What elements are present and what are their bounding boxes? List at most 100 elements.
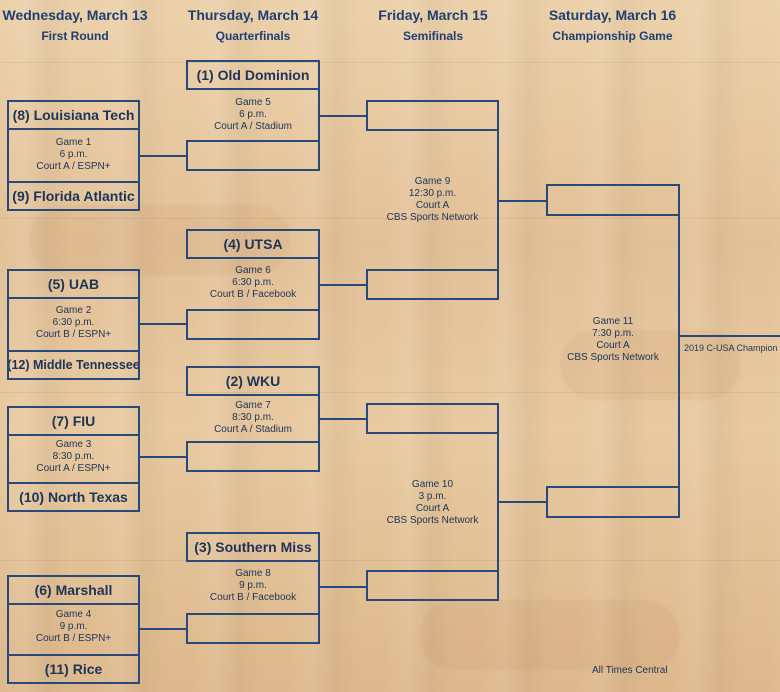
game-11-info: Game 11 7:30 p.m. Court A CBS Sports Net… bbox=[546, 316, 680, 364]
winner-slot bbox=[186, 441, 320, 472]
bracket-line bbox=[138, 100, 140, 211]
team-marshall: (6) Marshall bbox=[7, 575, 140, 605]
team-utsa: (4) UTSA bbox=[186, 229, 320, 259]
game-number: Game 5 bbox=[235, 97, 271, 108]
game-time: 12:30 p.m. bbox=[408, 188, 457, 199]
game-venue: Court B / ESPN+ bbox=[35, 329, 112, 340]
bracket-line bbox=[7, 575, 9, 684]
game-time: 3 p.m. bbox=[418, 491, 447, 502]
bracket-line bbox=[138, 269, 140, 380]
bracket-line bbox=[497, 403, 499, 601]
game-number: Game 6 bbox=[235, 265, 271, 276]
header-semifinals: Friday, March 15 Semifinals bbox=[358, 6, 508, 45]
game-network: CBS Sports Network bbox=[386, 515, 479, 526]
bracket-line bbox=[140, 155, 188, 157]
header-first-round: Wednesday, March 13 First Round bbox=[0, 6, 150, 45]
bracket-line bbox=[138, 406, 140, 512]
header-quarterfinals: Thursday, March 14 Quarterfinals bbox=[178, 6, 328, 45]
header-round: Championship Game bbox=[552, 29, 673, 43]
team-fiu: (7) FIU bbox=[7, 406, 140, 436]
bracket-line bbox=[7, 269, 9, 380]
team-southern-miss: (3) Southern Miss bbox=[186, 532, 320, 562]
game-venue: Court A / ESPN+ bbox=[36, 463, 111, 474]
game-time: 7:30 p.m. bbox=[592, 328, 634, 339]
game-3-info: Game 3 8:30 p.m. Court A / ESPN+ bbox=[7, 439, 140, 475]
game-venue: Court B / ESPN+ bbox=[35, 633, 112, 644]
game-venue: Court B / Facebook bbox=[209, 289, 297, 300]
winner-slot bbox=[186, 309, 320, 340]
bracket-line bbox=[140, 456, 188, 458]
game-time: 6:30 p.m. bbox=[52, 317, 95, 328]
bracket-line bbox=[318, 532, 320, 644]
bracket-line bbox=[497, 100, 499, 300]
bracket-line bbox=[320, 418, 368, 420]
game-number: Game 2 bbox=[55, 305, 92, 316]
game-10-info: Game 10 3 p.m. Court A CBS Sports Networ… bbox=[366, 479, 499, 527]
game-venue: Court A / ESPN+ bbox=[36, 161, 111, 172]
game-number: Game 4 bbox=[55, 609, 92, 620]
game-time: 6:30 p.m. bbox=[232, 277, 274, 288]
winner-slot bbox=[186, 613, 320, 644]
bracket-line bbox=[320, 115, 368, 117]
game-time: 8:30 p.m. bbox=[52, 451, 95, 462]
game-time: 6 p.m. bbox=[239, 109, 267, 120]
game-2-info: Game 2 6:30 p.m. Court B / ESPN+ bbox=[7, 305, 140, 341]
team-uab: (5) UAB bbox=[7, 269, 140, 299]
game-4-info: Game 4 9 p.m. Court B / ESPN+ bbox=[7, 609, 140, 645]
bracket-line bbox=[138, 575, 140, 684]
wood-grain bbox=[30, 205, 290, 275]
header-day: Friday, March 15 bbox=[378, 7, 488, 23]
bracket-line bbox=[499, 200, 547, 202]
winner-slot bbox=[186, 140, 320, 171]
game-number: Game 9 bbox=[414, 176, 451, 187]
champion-line bbox=[680, 335, 780, 337]
winner-slot bbox=[366, 403, 499, 434]
bracket-line bbox=[678, 184, 680, 518]
game-network: CBS Sports Network bbox=[386, 212, 479, 223]
bracket-line bbox=[140, 323, 188, 325]
game-venue: Court A / Stadium bbox=[214, 121, 292, 132]
bracket-line bbox=[7, 406, 9, 512]
bracket-line bbox=[320, 284, 368, 286]
wood-grain bbox=[420, 600, 680, 670]
timezone-note: All Times Central bbox=[592, 665, 668, 676]
game-time: 8:30 p.m. bbox=[232, 412, 274, 423]
game-time: 9 p.m. bbox=[239, 580, 267, 591]
game-court: Court A bbox=[415, 200, 450, 211]
game-time: 6 p.m. bbox=[59, 149, 88, 160]
floor-plank-line bbox=[0, 560, 780, 561]
game-1-info: Game 1 6 p.m. Court A / ESPN+ bbox=[7, 137, 140, 173]
floor-plank-line bbox=[0, 392, 780, 393]
game-venue: Court A / Stadium bbox=[214, 424, 292, 435]
game-number: Game 10 bbox=[411, 479, 454, 490]
game-number: Game 8 bbox=[235, 568, 271, 579]
header-round: Quarterfinals bbox=[215, 29, 291, 43]
game-venue: Court B / Facebook bbox=[209, 592, 297, 603]
header-championship: Saturday, March 16 Championship Game bbox=[530, 6, 695, 45]
header-round: First Round bbox=[41, 29, 109, 43]
champion-label: 2019 C-USA Champion bbox=[684, 343, 778, 353]
game-number: Game 11 bbox=[592, 316, 634, 327]
wood-grain bbox=[560, 330, 740, 400]
winner-slot bbox=[366, 100, 499, 131]
team-louisiana-tech: (8) Louisiana Tech bbox=[7, 100, 140, 130]
game-network: CBS Sports Network bbox=[567, 352, 659, 363]
floor-plank-line bbox=[0, 62, 780, 63]
game-number: Game 7 bbox=[235, 400, 271, 411]
winner-slot bbox=[546, 184, 680, 216]
bracket-line bbox=[318, 60, 320, 171]
game-9-info: Game 9 12:30 p.m. Court A CBS Sports Net… bbox=[366, 176, 499, 224]
bracket-line bbox=[318, 229, 320, 340]
team-middle-tennessee: (12) Middle Tennessee bbox=[7, 350, 140, 380]
winner-slot bbox=[546, 486, 680, 518]
header-day: Saturday, March 16 bbox=[548, 7, 677, 23]
team-rice: (11) Rice bbox=[7, 654, 140, 684]
game-8-info: Game 8 9 p.m. Court B / Facebook bbox=[186, 568, 320, 604]
game-7-info: Game 7 8:30 p.m. Court A / Stadium bbox=[186, 400, 320, 436]
bracket-line bbox=[499, 501, 547, 503]
team-wku: (2) WKU bbox=[186, 366, 320, 396]
game-number: Game 1 bbox=[55, 137, 92, 148]
bracket-line bbox=[140, 628, 188, 630]
header-round: Semifinals bbox=[402, 29, 464, 43]
team-florida-atlantic: (9) Florida Atlantic bbox=[7, 181, 140, 211]
